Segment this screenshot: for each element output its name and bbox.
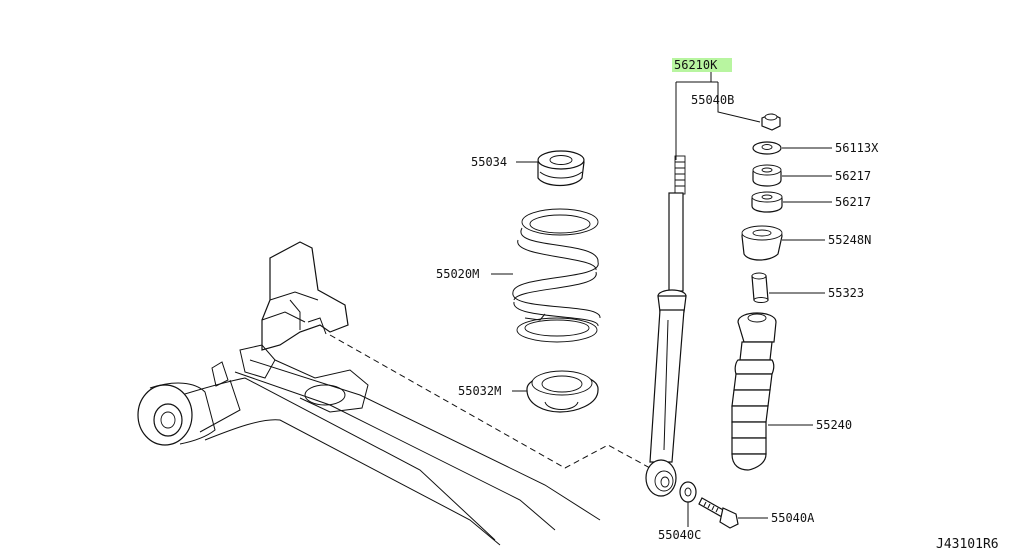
bushing-upper <box>752 164 782 187</box>
bushing-lower <box>751 191 783 213</box>
shock-absorber <box>645 155 687 497</box>
label-bound-bumper-sleeve: 55323 <box>828 286 864 300</box>
dust-cover <box>731 312 777 471</box>
leader-lines <box>491 72 832 527</box>
label-dust-cover: 55240 <box>816 418 852 432</box>
label-shock-absorber: 56210K <box>674 58 718 72</box>
washer-bottom <box>679 481 697 503</box>
label-bolt-bottom: 55040A <box>771 511 815 525</box>
spring-seat-upper <box>537 150 585 187</box>
coil-spring <box>512 208 601 343</box>
label-washer-top: 56113X <box>835 141 879 155</box>
label-nut-top: 55040B <box>691 93 734 107</box>
label-washer-bottom: 55040C <box>658 528 701 542</box>
assembly-dashed-line <box>329 334 651 469</box>
label-spring-seat-lower: 55032M <box>458 384 501 398</box>
mount-cup <box>741 225 783 261</box>
label-bushing-lower: 56217 <box>835 195 871 209</box>
label-spring-seat-upper: 55034 <box>471 155 507 169</box>
washer-top <box>752 141 782 155</box>
highlight-box <box>672 58 732 72</box>
spring-seat-lower <box>526 370 599 413</box>
label-mount-cup: 55248N <box>828 233 871 247</box>
bolt-bottom <box>698 497 739 529</box>
label-bushing-upper: 56217 <box>835 169 871 183</box>
label-coil-spring: 55020M <box>436 267 479 281</box>
rear-axle-beam <box>137 241 601 546</box>
nut-top <box>761 113 781 131</box>
bound-bumper-sleeve <box>751 272 769 303</box>
diagram-code: J43101R6 <box>936 537 999 552</box>
